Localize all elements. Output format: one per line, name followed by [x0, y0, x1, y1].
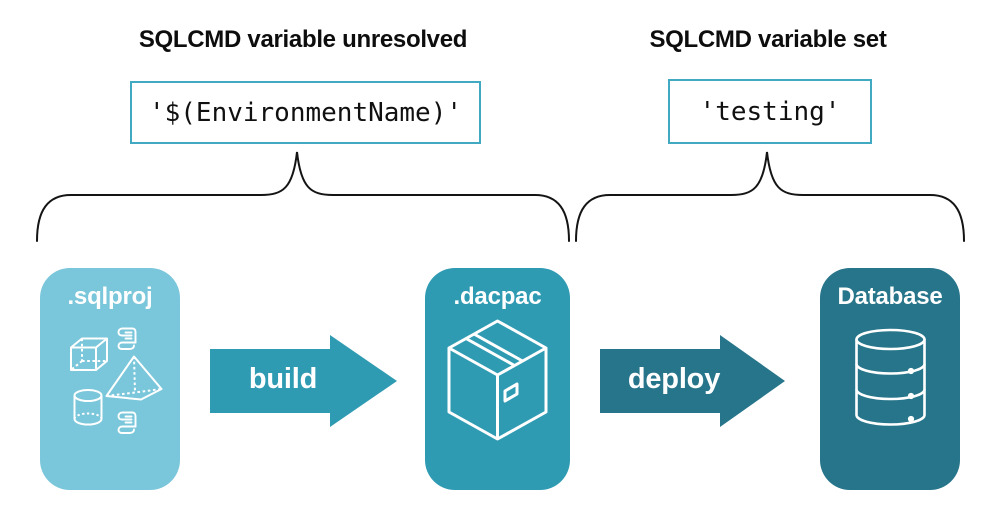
build-arrow-label: build: [248, 363, 318, 395]
unresolved-variable-codebox: '$(EnvironmentName)': [130, 81, 481, 144]
cube-icon: [70, 337, 108, 371]
sql-script-scroll-icon: [117, 327, 137, 350]
left-heading: SQLCMD variable unresolved: [138, 26, 468, 53]
stage-sqlproj-card: .sqlproj: [40, 268, 180, 490]
stage-dacpac-card: .dacpac: [425, 268, 570, 490]
package-icon: [447, 319, 548, 441]
cylinder-icon: [73, 389, 103, 426]
sqlproj-label: .sqlproj: [67, 283, 153, 310]
sql-script-scroll-icon: [117, 411, 137, 434]
resolved-variable-code: 'testing': [699, 96, 841, 127]
right-brace: [575, 151, 965, 242]
stage-database-card: Database: [820, 268, 960, 490]
deploy-arrow-label: deploy: [627, 363, 721, 395]
deploy-arrow: [600, 335, 785, 427]
dacpac-label: .dacpac: [453, 283, 542, 310]
unresolved-variable-code: '$(EnvironmentName)': [148, 97, 463, 128]
build-arrow: [210, 335, 397, 427]
right-heading: SQLCMD variable set: [649, 26, 887, 53]
database-label: Database: [837, 283, 943, 310]
pyramid-icon: [105, 355, 163, 401]
database-icon: [855, 328, 926, 426]
left-brace: [36, 151, 570, 242]
resolved-variable-codebox: 'testing': [668, 79, 872, 144]
